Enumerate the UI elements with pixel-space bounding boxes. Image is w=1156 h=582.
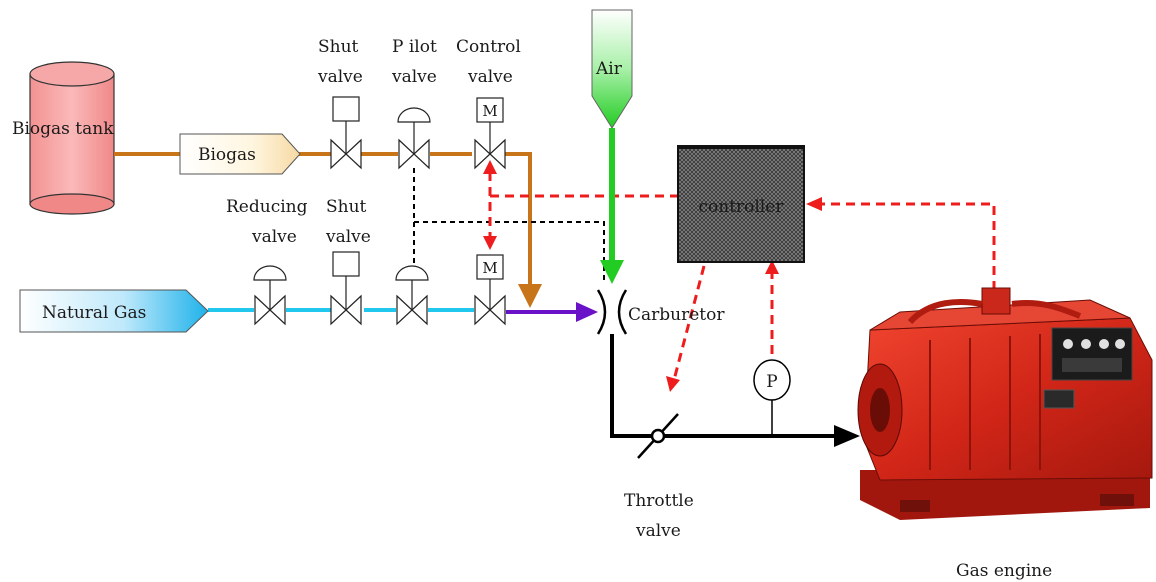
biogas-down-arrow: [518, 284, 542, 308]
biogas-tank-label: Biogas tank: [12, 119, 114, 139]
carburetor-label: Carburetor: [628, 305, 725, 325]
carburetor: [596, 289, 628, 335]
natural-gas-source: [19, 289, 209, 333]
throttle-label-2: valve: [635, 521, 681, 541]
reducing-valve: [253, 265, 287, 326]
pilot-valve-top: [397, 107, 431, 170]
signal-arrow-controller-feedback: [806, 197, 822, 211]
throttle-valve: [637, 413, 679, 459]
air-label: Air: [595, 59, 623, 79]
shut-valve-top-label-1: Shut: [318, 37, 359, 57]
gas-engine-label: Gas engine: [956, 561, 1052, 581]
controller-label: controller: [699, 197, 785, 217]
shut-valve-top: [330, 96, 362, 170]
gas-engine: [857, 287, 1153, 520]
signal-arrow-control-valve-top: [483, 160, 497, 174]
pilot-valve-label-2: valve: [391, 67, 437, 87]
intake-manifold-line: [610, 334, 838, 438]
controller-box: [677, 145, 805, 263]
motor-top-label: M: [482, 102, 497, 120]
control-valve-label-1: Control: [456, 37, 521, 57]
biogas-source: [179, 133, 301, 175]
control-valve-label-2: valve: [467, 67, 513, 87]
mixed-gas-arrow: [576, 302, 598, 322]
control-valve-top: [474, 97, 506, 170]
signal-arrow-control-valve-bottom: [483, 236, 497, 250]
biogas-pipe: [114, 152, 532, 286]
biogas-tank: [29, 61, 115, 215]
throttle-label-1: Throttle: [624, 491, 694, 511]
pressure-sensor-label: P: [766, 372, 777, 392]
signal-arrow-controller-pressure: [765, 260, 779, 274]
signal-arrow-throttle: [666, 376, 680, 392]
motor-bottom-label: M: [482, 259, 497, 277]
intake-arrow: [834, 425, 860, 447]
pilot-valve-bottom: [395, 265, 429, 326]
air-source: [591, 9, 633, 129]
pilot-signal-line: [413, 168, 605, 284]
reducing-valve-label-1: Reducing: [226, 197, 308, 217]
control-valve-bottom: [474, 254, 506, 326]
shut-valve-bottom-label-2: valve: [325, 227, 371, 247]
natural-gas-label: Natural Gas: [42, 303, 146, 323]
shut-valve-bottom-label-1: Shut: [326, 197, 367, 217]
pressure-sensor: [753, 359, 791, 436]
air-arrow: [600, 260, 624, 284]
reducing-valve-label-2: valve: [251, 227, 297, 247]
control-signal-lines: [488, 172, 996, 381]
shut-valve-top-label-2: valve: [317, 67, 363, 87]
pilot-valve-label-1: P ilot: [392, 37, 437, 57]
shut-valve-bottom: [330, 251, 362, 326]
biogas-source-label: Biogas: [198, 145, 256, 165]
